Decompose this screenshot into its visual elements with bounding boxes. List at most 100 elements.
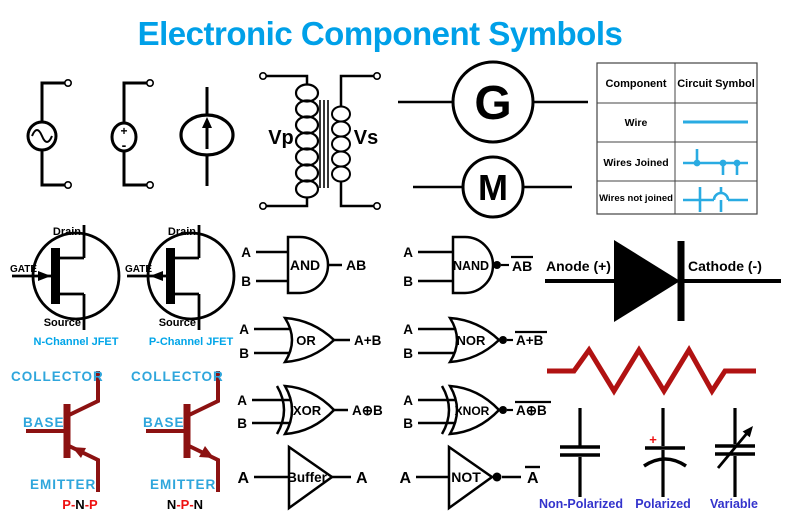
xor-gate-symbol: A B XOR A⊕B <box>237 384 383 436</box>
table-header-circuit-symbol: Circuit Symbol <box>677 78 755 90</box>
terminal-dot <box>258 202 267 211</box>
collector-label: COLLECTOR <box>11 369 104 384</box>
nand-gate-symbol: A B NAND AB <box>403 235 533 295</box>
generator-symbol: G <box>398 60 588 144</box>
dash: - <box>189 497 193 512</box>
variable-arrow-head <box>742 426 753 438</box>
dash: - <box>176 497 180 512</box>
variable-capacitor-symbol: Variable <box>710 408 758 511</box>
table-label-wire: Wire <box>625 117 648 129</box>
buffer-gate-label: Buffer <box>287 470 327 485</box>
terminal-dot <box>64 79 73 88</box>
transformer-symbol: Vp Vs <box>258 72 381 211</box>
xfmr-wire <box>266 74 309 85</box>
buffer-output-label: A <box>356 470 368 487</box>
xnor-extra-curve <box>440 385 451 435</box>
dc-plus-sign: + <box>120 124 127 138</box>
and-gate-symbol: A B AND AB <box>241 235 366 295</box>
drain-label: Drain <box>53 226 81 238</box>
motor-letter: M <box>478 167 508 208</box>
gate-arrow-out-icon <box>150 271 163 281</box>
emitter-label: EMITTER <box>150 477 216 492</box>
not-gate-symbol: A NOT A <box>399 444 540 511</box>
jfet-channel-bar <box>166 248 175 304</box>
diode-symbol: Anode (+) Cathode (-) <box>545 240 781 322</box>
dc-top-lead <box>122 81 150 123</box>
xnor-gate-body <box>447 384 501 436</box>
terminal-dot <box>64 181 73 190</box>
resistor-symbol <box>547 345 756 396</box>
table-border <box>596 62 758 215</box>
polarized-capacitor-label: Polarized <box>635 497 691 511</box>
xor-output-label: A⊕B <box>352 403 383 418</box>
dash: - <box>71 497 75 512</box>
diode-triangle <box>614 240 680 322</box>
table-label-wires-joined: Wires Joined <box>603 157 668 169</box>
input-a-label: A <box>241 245 251 260</box>
input-b-label: B <box>403 346 413 361</box>
nor-gate-body <box>447 316 501 364</box>
nonpolarized-capacitor-symbol: Non-Polarized <box>539 408 623 511</box>
dc-bottom-lead <box>122 151 150 187</box>
or-output-label: A+B <box>354 333 382 348</box>
xnor-output-label: A⊕B <box>516 403 547 418</box>
secondary-coil <box>331 105 351 183</box>
wires-joined-symbol <box>683 149 748 175</box>
negation-bubble <box>499 406 507 414</box>
nand-output-label: AB <box>512 258 532 274</box>
collector-lead <box>66 371 100 418</box>
input-a-label: A <box>237 393 247 408</box>
base-label: BASE <box>143 415 185 430</box>
anode-label: Anode (+) <box>546 258 611 274</box>
current-source-symbol <box>179 87 235 186</box>
dash: - <box>85 497 89 512</box>
xnor-gate-symbol: A B XNOR A⊕B <box>403 384 551 436</box>
curved-cap-plate <box>643 457 687 468</box>
or-gate-symbol: A B OR A+B <box>239 316 382 364</box>
pnp-arrow-in-icon <box>72 447 86 458</box>
wire-table: Component Circuit Symbol Wire Wires Join… <box>596 62 758 215</box>
page-title: Electronic Component Symbols <box>137 15 623 52</box>
generator-letter: G <box>474 77 511 130</box>
table-header-component: Component <box>605 78 666 90</box>
npn-transistor-symbol: COLLECTOR BASE EMITTER N-P-N <box>131 369 224 512</box>
n-channel-jfet-caption: N-Channel JFET <box>34 336 119 348</box>
and-gate-body <box>286 235 330 295</box>
gate-label: GATE <box>125 264 152 275</box>
npn-letter: P <box>181 497 190 512</box>
collector-lead <box>186 371 220 418</box>
collector-label: COLLECTOR <box>131 369 224 384</box>
terminal-dot <box>258 72 267 81</box>
transformer-core <box>319 100 329 188</box>
resistor-zigzag <box>547 345 756 396</box>
npn-arrow-out-icon <box>199 446 214 458</box>
buffer-triangle <box>287 444 335 511</box>
nonpolarized-capacitor-label: Non-Polarized <box>539 497 623 511</box>
or-gate-body <box>282 316 336 364</box>
primary-voltage-label: Vp <box>268 127 294 149</box>
jfet-channel-bar <box>51 248 60 304</box>
pnp-type-label: P-N-P <box>62 497 98 512</box>
and-output-label: AB <box>346 257 366 273</box>
terminal-dot <box>146 181 155 190</box>
source-label: Source <box>44 317 81 329</box>
input-a-label: A <box>403 245 413 260</box>
npn-type-label: N-P-N <box>167 497 203 512</box>
p-channel-jfet-symbol: Drain GATE Source P-Channel JFET <box>125 225 236 348</box>
pnp-letter: P <box>62 497 71 512</box>
dc-voltage-source-symbol: + - <box>110 79 155 190</box>
variable-arrow-shaft <box>716 431 750 469</box>
or-gate-label: OR <box>296 333 316 348</box>
xor-extra-curve <box>275 385 286 435</box>
input-b-label: B <box>403 416 413 431</box>
cathode-label: Cathode (-) <box>688 258 762 274</box>
secondary-voltage-label: Vs <box>354 127 378 149</box>
negation-bubble <box>493 261 501 269</box>
primary-coil <box>294 83 320 199</box>
motor-symbol: M <box>413 155 572 219</box>
terminal-dot <box>146 79 155 88</box>
xor-gate-label: XOR <box>293 403 322 418</box>
ac-voltage-source-symbol <box>26 79 73 190</box>
